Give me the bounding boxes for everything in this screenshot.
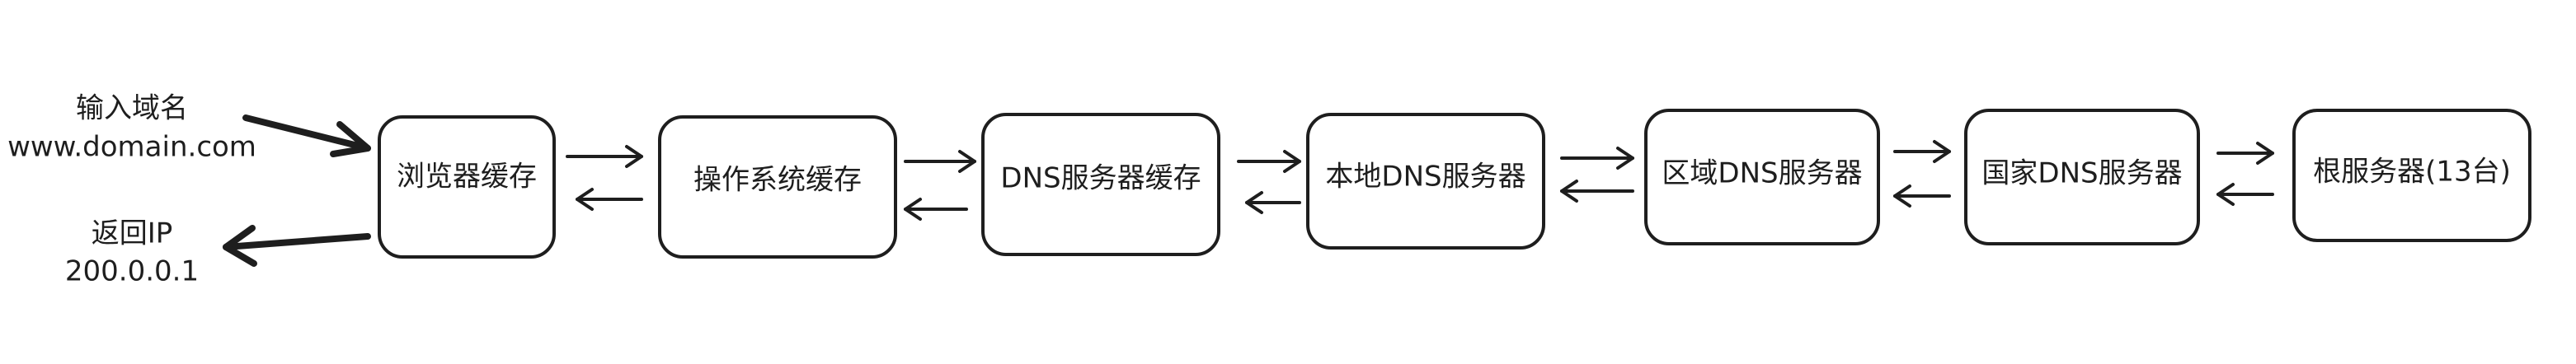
node-national-dns-server-label: 国家DNS服务器 xyxy=(1981,157,2182,190)
arrow-local-to-dns-cache xyxy=(1245,191,1301,214)
arrow-national-to-root xyxy=(2216,142,2274,165)
arrow-os-to-dns-cache xyxy=(904,150,976,173)
output-label-ip: 200.0.0.1 xyxy=(65,255,199,288)
node-root-server: 根服务器(13台) xyxy=(2292,109,2531,242)
arrow-regional-to-national xyxy=(1893,140,1951,163)
response-arrow xyxy=(223,225,371,267)
node-dns-server-cache-label: DNS服务器缓存 xyxy=(1000,162,1201,195)
request-arrow xyxy=(242,114,371,157)
node-regional-dns-server-label: 区域DNS服务器 xyxy=(1662,157,1862,190)
arrow-browser-to-os xyxy=(566,145,643,168)
arrow-national-to-regional xyxy=(1893,184,1951,208)
arrow-root-to-national xyxy=(2216,183,2274,206)
input-label-domain: www.domain.com xyxy=(7,131,256,164)
input-label-title: 输入域名 xyxy=(76,92,188,125)
node-dns-server-cache: DNS服务器缓存 xyxy=(981,113,1220,256)
output-label-title: 返回IP xyxy=(92,217,173,250)
node-os-cache: 操作系统缓存 xyxy=(658,115,897,259)
arrow-dns-cache-to-os xyxy=(904,198,968,221)
node-local-dns-server-label: 本地DNS服务器 xyxy=(1325,161,1525,194)
arrow-os-to-browser xyxy=(576,188,643,211)
node-os-cache-label: 操作系统缓存 xyxy=(693,164,862,197)
node-browser-cache-label: 浏览器缓存 xyxy=(397,161,537,194)
node-browser-cache: 浏览器缓存 xyxy=(378,115,556,259)
arrow-dns-cache-to-local xyxy=(1237,150,1301,173)
arrow-regional-to-local xyxy=(1560,180,1634,203)
node-national-dns-server: 国家DNS服务器 xyxy=(1964,109,2200,245)
arrow-local-to-regional xyxy=(1560,147,1634,170)
node-local-dns-server: 本地DNS服务器 xyxy=(1306,113,1545,250)
node-regional-dns-server: 区域DNS服务器 xyxy=(1644,109,1880,245)
node-root-server-label: 根服务器(13台) xyxy=(2313,156,2511,189)
